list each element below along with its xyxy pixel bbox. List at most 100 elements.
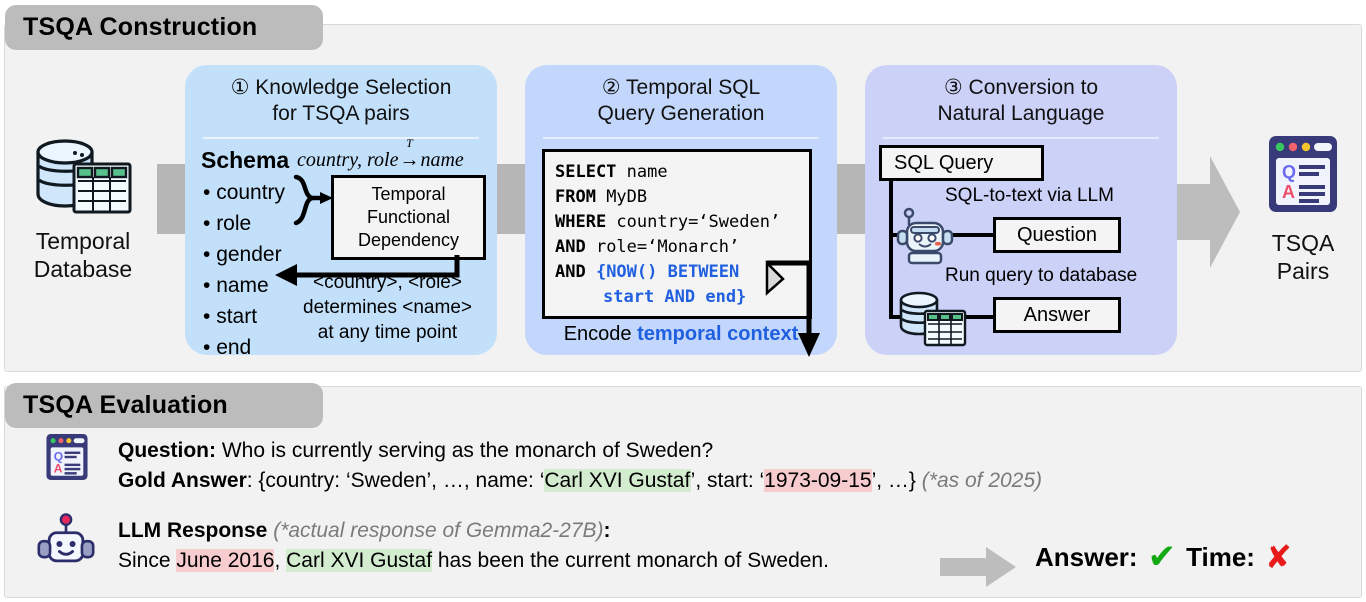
stage3-title-line2: Natural Language	[937, 102, 1105, 125]
eval-question-line: Question: Who is currently serving as th…	[118, 436, 713, 466]
encode-highlight: temporal context	[637, 323, 799, 345]
sql-to-text-caption: SQL-to-text via LLM	[945, 185, 1114, 206]
answer-block: Answer	[993, 297, 1121, 333]
sql-line: AND role=‘Monarch’	[555, 237, 740, 257]
sql-line: WHERE country=‘Sweden’	[555, 212, 781, 232]
verdict-row: Answer: ✔ Time: ✘	[1035, 540, 1292, 574]
sql-line: FROM MyDB	[555, 187, 648, 207]
temporal-database-label: Temporal Database	[8, 227, 158, 283]
evaluation-badge-label: TSQA Evaluation	[23, 391, 228, 419]
schema-field: • country	[203, 181, 286, 204]
stage1-title-line2: for TSQA pairs	[272, 102, 410, 125]
stage2-divider	[543, 137, 819, 139]
database-table-icon	[895, 287, 973, 354]
pairs-label-line1: TSQA	[1271, 230, 1335, 256]
llm-response-label: LLM Response	[118, 519, 268, 542]
gold-post: ’, …}	[871, 469, 916, 492]
run-query-caption: Run query to database	[945, 265, 1138, 286]
verdict-answer-label: Answer:	[1035, 541, 1138, 572]
llm-colon: :	[603, 519, 611, 542]
eval-gold-answer-line: Gold Answer: {country: ‘Sweden’, …, name…	[118, 466, 1042, 496]
question-text: Who is currently serving as the monarch …	[216, 439, 714, 462]
resp-prefix: Since	[118, 549, 177, 572]
schema-field: • name	[203, 274, 269, 297]
schema-field: • start	[203, 305, 258, 328]
return-arrow-icon	[271, 253, 461, 298]
sql-query-block: SQL Query	[879, 145, 1044, 181]
eval-llm-response-header: LLM Response (*actual response of Gemma2…	[118, 516, 611, 546]
schema-label: Schema	[201, 147, 290, 173]
stage1-title: ① Knowledge Selection for TSQA pairs	[185, 75, 497, 127]
sql-line: SELECT name	[555, 162, 668, 182]
resp-name: Carl XVI Gustaf	[286, 549, 433, 572]
schema-field: • end	[203, 336, 252, 359]
sql-output-arrow-icon	[765, 253, 827, 368]
schema-field-list: • country • role • gender • name • start…	[203, 177, 285, 363]
schema-field: • role	[203, 212, 252, 235]
fd-arrow-glyph: →	[399, 149, 420, 171]
sql-line: AND {NOW() BETWEEN	[555, 262, 740, 282]
construction-badge-label: TSQA Construction	[23, 13, 258, 41]
fd-left: country, role	[297, 149, 399, 171]
cross-icon: ✘	[1264, 539, 1292, 575]
question-block: Question	[993, 217, 1121, 253]
verdict-arrow-icon	[940, 545, 1018, 594]
stage-1-knowledge-selection: ① Knowledge Selection for TSQA pairs Sch…	[185, 65, 497, 359]
fd-caption: <country>, <role> determines <name> at a…	[285, 270, 490, 345]
database-table-icon	[28, 139, 138, 220]
stage3-divider	[883, 137, 1159, 139]
fd-caption-line1: <country>, <role>	[313, 272, 462, 293]
fd-right: name	[420, 149, 464, 171]
svg-text:A: A	[54, 462, 63, 476]
tfd-line2: Functional	[366, 207, 451, 227]
stage1-title-line1: ① Knowledge Selection	[230, 76, 452, 99]
gold-mid: ’, start: ‘	[690, 469, 765, 492]
verdict-time-label: Time:	[1186, 541, 1255, 572]
connector-db-to-stage1	[157, 164, 189, 234]
connector-stage2-to-stage3	[837, 164, 869, 234]
construction-section-badge: TSQA Construction	[5, 5, 323, 50]
question-label: Question:	[118, 439, 216, 462]
gold-answer-label: Gold Answer	[118, 469, 247, 492]
stage3-title: ③ Conversion to Natural Language	[865, 75, 1177, 127]
pairs-label-line2: Pairs	[1276, 258, 1330, 284]
svg-text:Q: Q	[54, 450, 63, 464]
robot-icon	[893, 207, 957, 270]
gold-prefix: : {country: ‘Sweden’, …, name: ‘	[246, 469, 545, 492]
qa-document-icon: Q A	[1255, 136, 1351, 222]
arrow-to-tsqa-pairs	[1172, 152, 1242, 277]
tsqa-pairs-endcap: Q A TSQA Pairs	[1228, 130, 1366, 285]
tfd-line1: Temporal	[371, 184, 446, 204]
tsqa-pairs-label: TSQA Pairs	[1228, 229, 1366, 285]
robot-icon	[36, 512, 96, 581]
brace-arrow-icon	[293, 173, 337, 236]
db-label-line1: Temporal	[35, 228, 131, 254]
stage-3-conversion-to-natural-language: ③ Conversion to Natural Language SQL Que…	[865, 65, 1177, 355]
temporal-functional-dependency-box: Temporal Functional Dependency	[331, 175, 486, 260]
stage-2-temporal-sql-query-generation: ② Temporal SQL Query Generation SELECT n…	[525, 65, 837, 357]
llm-response-note: (*actual response of Gemma2-27B)	[273, 519, 604, 542]
db-label-line2: Database	[33, 256, 133, 282]
fd-arrow-label: T	[406, 136, 413, 150]
encode-temporal-context-caption: Encode temporal context	[525, 323, 837, 346]
resp-date: June 2016	[176, 549, 275, 572]
resp-post: has been the current monarch of Sweden.	[432, 549, 829, 572]
svg-text:A: A	[1282, 182, 1295, 202]
tfd-line3: Dependency	[357, 230, 460, 250]
fd-arrow: T→	[398, 136, 420, 172]
resp-mid: ,	[274, 549, 287, 572]
fd-caption-line3: at any time point	[317, 322, 458, 343]
evaluation-section-badge: TSQA Evaluation	[5, 383, 323, 428]
eval-llm-response-text: Since June 2016, Carl XVI Gustaf has bee…	[118, 546, 829, 576]
fd-caption-line2: determines <name>	[303, 297, 472, 318]
gold-answer-name: Carl XVI Gustaf	[544, 469, 691, 492]
stage3-title-line1: ③ Conversion to	[943, 76, 1099, 99]
temporal-database-endcap: Temporal Database	[8, 130, 158, 283]
svg-text:Q: Q	[1282, 162, 1296, 182]
stage2-title-line2: Query Generation	[597, 102, 765, 125]
stage1-divider	[203, 137, 479, 139]
schema-field: • gender	[203, 243, 282, 266]
qa-document-icon: Q A	[38, 428, 96, 491]
